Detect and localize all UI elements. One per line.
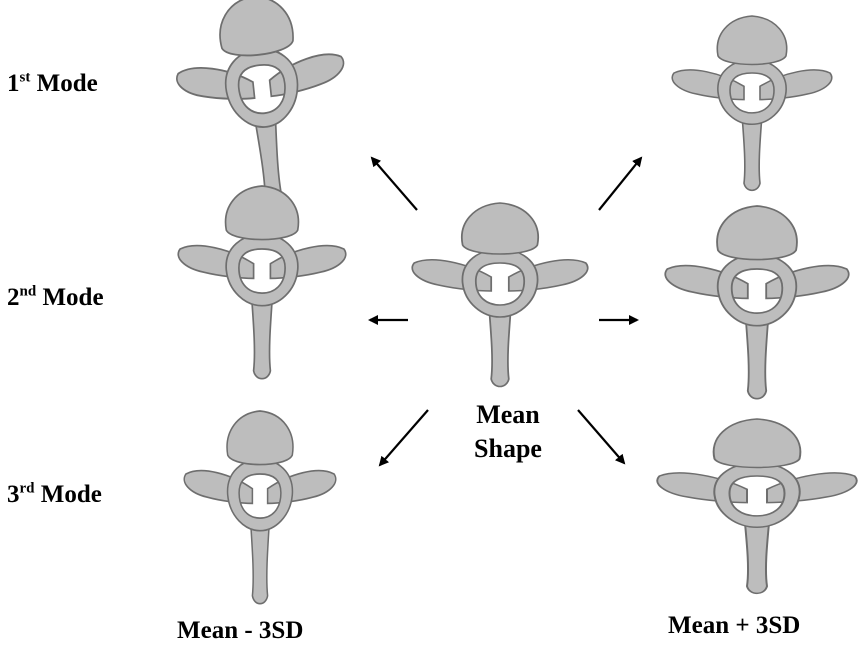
mean-shape-label: Mean Shape — [456, 398, 560, 466]
column-label-minus: Mean - 3SD — [177, 617, 303, 645]
arrow-mode1-right — [599, 158, 641, 210]
mean-shape-line1: Mean — [456, 398, 560, 432]
vertebra-mode2-minus — [178, 186, 345, 379]
arrow-mode1-left — [372, 158, 417, 210]
mean-shape-line2: Shape — [456, 432, 560, 466]
vertebra-mode2-plus — [665, 206, 848, 399]
vertebra-mean-shape — [412, 203, 587, 387]
vertebra-mode3-plus — [657, 419, 856, 593]
vertebra-mode1-minus — [169, 0, 358, 215]
column-label-plus: Mean + 3SD — [668, 612, 800, 640]
vertebra-mode3-minus — [184, 411, 336, 604]
vertebra-mode1-plus — [672, 16, 831, 190]
arrow-mode3-left — [380, 410, 428, 465]
arrow-mode3-right — [578, 410, 624, 463]
